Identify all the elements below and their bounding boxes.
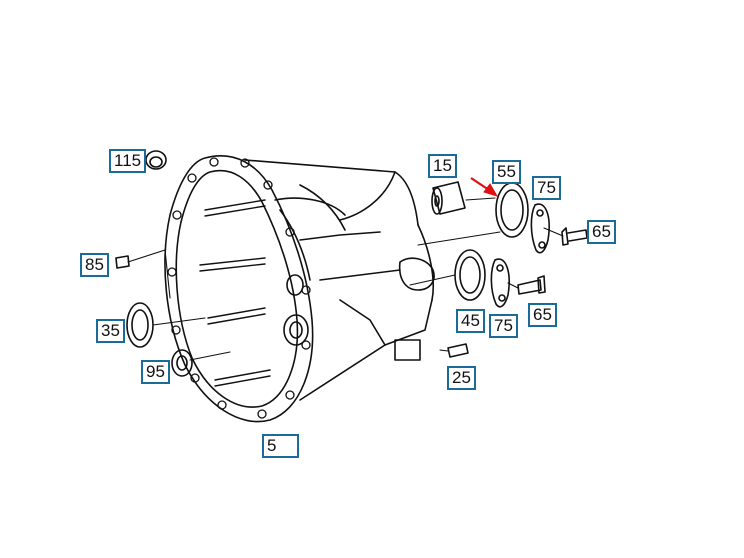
part-95-cap [171, 349, 193, 377]
part-65-bolt-lower [517, 275, 546, 295]
callout-45[interactable]: 45 [456, 309, 485, 333]
housing-body-bottom [299, 299, 433, 401]
callout-75-lower[interactable]: 75 [489, 314, 518, 338]
internal-studs [199, 199, 271, 387]
callout-95[interactable]: 95 [141, 360, 170, 384]
part-35-seal [126, 302, 154, 348]
housing-flange-inner [175, 169, 299, 408]
callout-35[interactable]: 35 [96, 319, 125, 343]
callout-15[interactable]: 15 [428, 154, 457, 178]
callout-115[interactable]: 115 [109, 149, 147, 173]
callout-75-top[interactable]: 75 [532, 176, 561, 200]
bearing-bore [283, 314, 309, 346]
callout-55[interactable]: 55 [492, 160, 521, 184]
highlight-arrow [470, 177, 499, 197]
assembly-lines [127, 197, 564, 361]
part-115-cap [145, 150, 167, 170]
part-15-bushing [431, 181, 466, 215]
part-45-seal [454, 249, 486, 301]
part-75-retainer-lower [490, 258, 510, 308]
housing-body-rear [417, 224, 435, 301]
part-65-bolt-top [561, 227, 588, 246]
part-75-retainer-top [530, 203, 550, 254]
callout-65-top[interactable]: 65 [587, 220, 616, 244]
housing-body-top [244, 159, 419, 226]
housing-flange [164, 155, 314, 423]
callout-85[interactable]: 85 [80, 253, 109, 277]
callout-65-lower[interactable]: 65 [528, 303, 557, 327]
flange-bolt-holes [167, 157, 311, 419]
part-85-plug [115, 255, 130, 269]
part-55-seal [495, 182, 529, 238]
callout-25[interactable]: 25 [447, 366, 476, 390]
part-25-pin [447, 343, 469, 358]
callout-5[interactable]: 5 [262, 434, 299, 458]
